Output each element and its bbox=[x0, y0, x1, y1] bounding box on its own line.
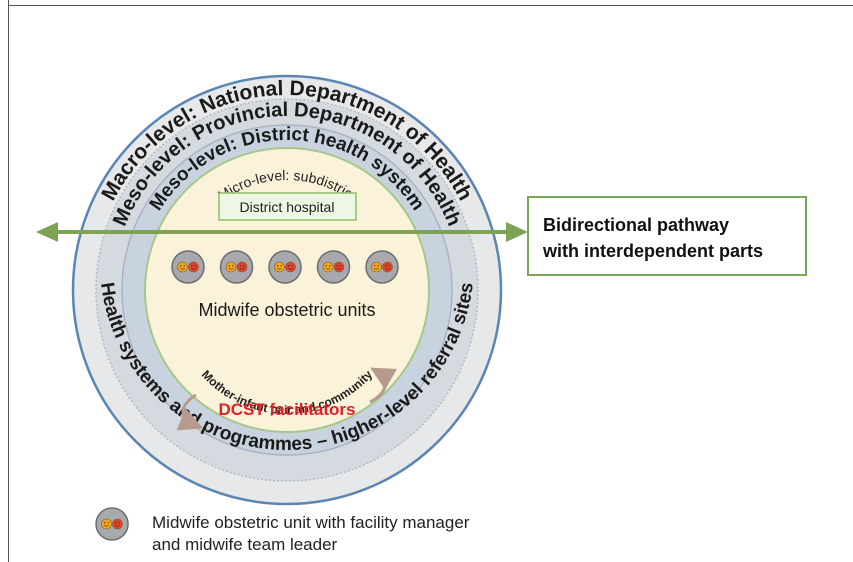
figure-frame bbox=[8, 0, 853, 562]
red-face-icon bbox=[236, 261, 248, 273]
mou-label: Midwife obstetric units bbox=[198, 300, 375, 320]
legend-line-2: and midwife team leader bbox=[152, 535, 338, 554]
mou-unit-icon bbox=[316, 250, 351, 284]
orange-face-icon bbox=[225, 261, 237, 273]
mou-unit-icon bbox=[365, 250, 399, 284]
legend-text: Midwife obstetric unit with facility man… bbox=[152, 512, 469, 556]
pathway-line-2: with interdependent parts bbox=[543, 241, 764, 261]
figure-frame-top bbox=[8, 5, 853, 6]
district-hospital-box bbox=[218, 192, 357, 221]
legend-unit-icon bbox=[95, 507, 129, 541]
red-face-icon bbox=[188, 261, 199, 273]
micro-level-circle bbox=[144, 147, 430, 433]
red-face-icon bbox=[333, 261, 345, 273]
legend-line-1: Midwife obstetric unit with facility man… bbox=[152, 513, 470, 532]
mou-unit-icon bbox=[219, 250, 254, 284]
district-hospital-label: District hospital bbox=[240, 199, 335, 215]
pathway-callout-box: Bidirectional pathway with interdependen… bbox=[527, 196, 807, 276]
red-face-icon bbox=[285, 261, 296, 273]
arrow-right-head bbox=[506, 222, 528, 242]
mou-unit-icon bbox=[268, 250, 302, 284]
curved-arrow-left-icon bbox=[176, 393, 204, 431]
pathway-line-1: Bidirectional pathway bbox=[543, 215, 730, 235]
orange-face-icon bbox=[101, 518, 112, 530]
mou-unit-icon bbox=[95, 507, 129, 541]
orange-face-icon bbox=[371, 261, 382, 273]
curved-arrow-right-icon bbox=[369, 367, 397, 404]
mou-units-row bbox=[171, 250, 399, 284]
orange-face-icon bbox=[274, 261, 285, 273]
red-face-icon bbox=[112, 518, 123, 530]
mou-unit-icon bbox=[171, 250, 205, 284]
dcst-facilitators-label: DCST facilitators bbox=[219, 400, 356, 419]
orange-face-icon bbox=[322, 261, 334, 273]
red-face-icon bbox=[382, 261, 393, 273]
arrow-left-head bbox=[36, 222, 58, 242]
orange-face-icon bbox=[177, 261, 188, 273]
